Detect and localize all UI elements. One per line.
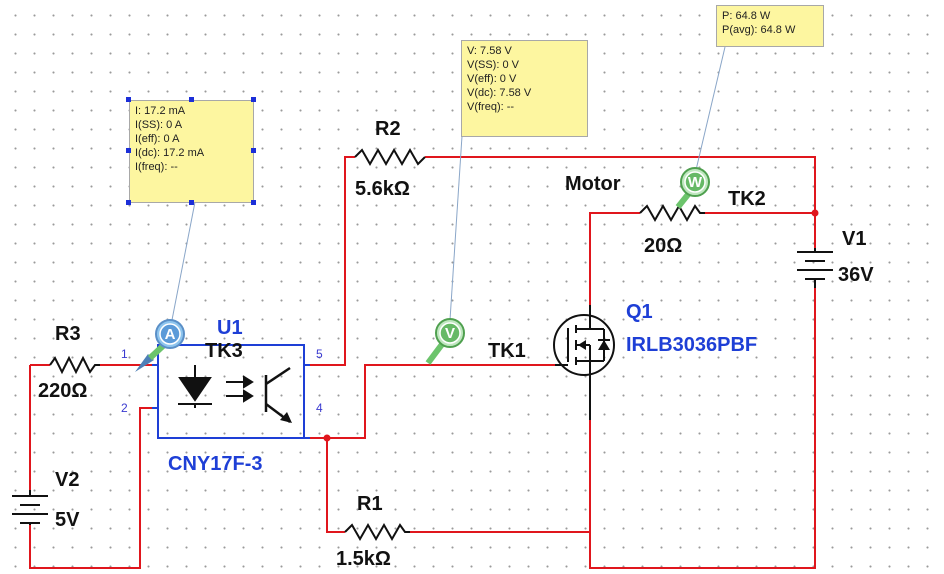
resistor-r1-symbol[interactable] — [344, 522, 410, 542]
v1-value: 36V — [838, 264, 874, 286]
wattmeter-probe[interactable]: W — [675, 167, 710, 209]
junction-dot — [323, 434, 331, 442]
net-tk3: TK3 — [205, 340, 243, 362]
wire-drain-motor[interactable] — [589, 212, 640, 305]
resistor-motor-symbol[interactable] — [639, 203, 705, 223]
selection-handle[interactable] — [251, 97, 256, 102]
r1-value: 1.5kΩ — [336, 548, 391, 570]
wire-r2-top-rail[interactable] — [425, 156, 816, 213]
net-tk2: TK2 — [728, 188, 766, 210]
voltmeter-label: V — [445, 325, 455, 342]
mosfet-diode — [598, 340, 610, 350]
selection-handle[interactable] — [251, 200, 256, 205]
mosfet-body-arrow — [578, 340, 586, 350]
u1-pin-1-label: 1 — [121, 347, 128, 361]
probe-line: I(eff): 0 A — [135, 133, 180, 145]
wire-v2-bottom[interactable] — [29, 407, 152, 569]
voltage-probe-readout[interactable]: V: 7.58 V V(SS): 0 V V(eff): 0 V V(dc): … — [461, 40, 588, 137]
voltmeter-probe[interactable]: V — [425, 318, 465, 365]
r3-ref: R3 — [55, 323, 81, 345]
probe-line: I: 17.2 mA — [135, 105, 186, 117]
wattmeter-label: W — [688, 174, 703, 191]
selection-handle[interactable] — [126, 200, 131, 205]
probe-line: V(freq): -- — [467, 101, 515, 113]
wire-motor-v1[interactable] — [705, 212, 816, 248]
resistor-r2-symbol[interactable] — [354, 147, 426, 167]
power-probe-lead — [695, 46, 726, 171]
motor-ref: Motor — [565, 173, 621, 195]
wire-pin4-r1[interactable] — [326, 438, 345, 533]
junction-dot — [811, 209, 819, 217]
probe-line: I(freq): -- — [135, 161, 178, 173]
power-probe-readout[interactable]: P: 64.8 W P(avg): 64.8 W — [716, 5, 824, 47]
net-tk1: TK1 — [488, 340, 526, 362]
selection-handle[interactable] — [126, 148, 131, 153]
optocoupler-u1[interactable]: 1 2 5 4 — [121, 344, 323, 439]
r2-ref: R2 — [375, 118, 401, 140]
selection-handle[interactable] — [189, 97, 194, 102]
q1-ref: Q1 — [626, 301, 653, 323]
q1-part: IRLB3036PBF — [626, 334, 757, 356]
probe-line: I(SS): 0 A — [135, 119, 183, 131]
u1-part: CNY17F-3 — [168, 453, 262, 475]
wire-u1-pin5-r2[interactable] — [310, 156, 355, 366]
ammeter-probe[interactable]: A — [135, 319, 185, 372]
r2-value: 5.6kΩ — [355, 178, 410, 200]
ammeter-label: A — [165, 326, 176, 343]
current-probe-lead — [171, 201, 196, 321]
r3-value: 220Ω — [38, 380, 87, 402]
probe-line: I(dc): 17.2 mA — [135, 147, 205, 159]
probe-line: V: 7.58 V — [467, 45, 512, 57]
u1-ref: U1 — [217, 317, 243, 339]
resistor-r3-symbol[interactable] — [49, 355, 100, 375]
selection-handle[interactable] — [251, 148, 256, 153]
probe-line: P: 64.8 W — [722, 10, 771, 22]
probe-line: V(eff): 0 V — [467, 73, 517, 85]
u1-pin-2-label: 2 — [121, 401, 128, 415]
probe-line: V(dc): 7.58 V — [467, 87, 532, 99]
current-probe-readout[interactable]: I: 17.2 mA I(SS): 0 A I(eff): 0 A I(dc):… — [129, 100, 254, 203]
battery-v2-symbol[interactable] — [12, 490, 48, 525]
v2-value: 5V — [55, 509, 80, 531]
v2-ref: V2 — [55, 469, 79, 491]
probe-line: V(SS): 0 V — [467, 59, 519, 71]
probe-line: P(avg): 64.8 W — [722, 24, 796, 36]
motor-value: 20Ω — [644, 235, 682, 257]
selection-handle[interactable] — [126, 97, 131, 102]
wires — [29, 156, 816, 569]
voltage-probe-lead — [449, 135, 463, 321]
mosfet-q1[interactable] — [553, 305, 615, 420]
v1-ref: V1 — [842, 228, 866, 250]
u1-pin-4-label: 4 — [316, 401, 323, 415]
u1-pin-5-label: 5 — [316, 347, 323, 361]
wire-u1-pin4-gate[interactable] — [310, 364, 555, 439]
selection-handle[interactable] — [189, 200, 194, 205]
r1-ref: R1 — [357, 493, 383, 515]
battery-v1-symbol[interactable] — [797, 248, 833, 288]
wire-v1-bottom[interactable] — [589, 288, 816, 569]
